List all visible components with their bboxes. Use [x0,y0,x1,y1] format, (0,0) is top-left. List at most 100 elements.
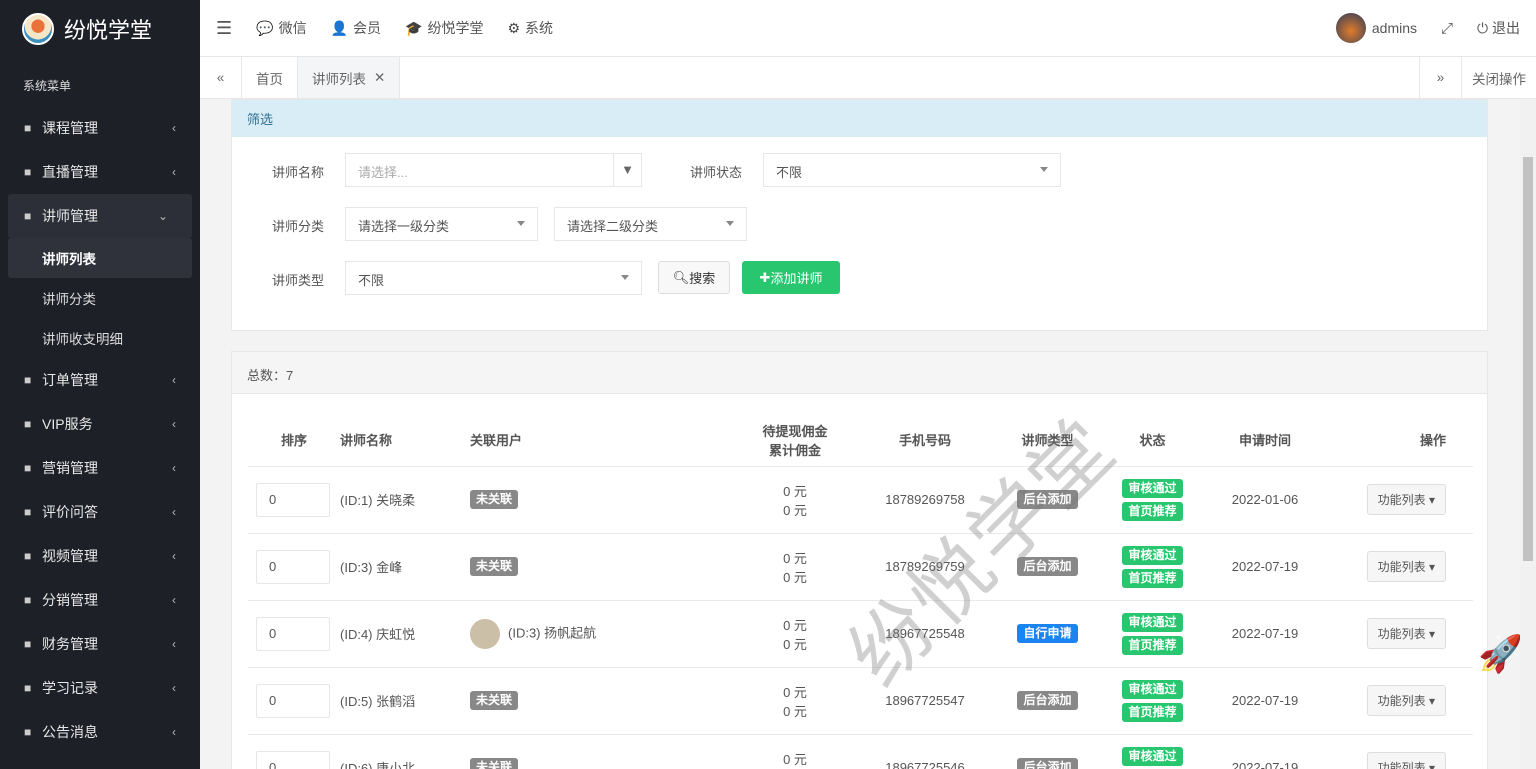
function-list-button[interactable]: 功能列表 ▾ [1366,685,1446,716]
avatar[interactable] [1335,13,1366,43]
col-pending: 待提现佣金 [762,423,828,439]
unlinked-badge: 未关联 [470,557,519,576]
sidebar-subitem[interactable]: 讲师分类 [42,292,96,307]
status-badge: 审核通过 [1122,478,1183,498]
type-badge: 后台添加 [1017,758,1078,769]
chevron-left-icon: ‹ [172,681,176,695]
teacher-table: 排序 讲师名称 关联用户 待提现佣金累计佣金 手机号码 讲师类型 状态 申请时间… [248,414,1473,769]
teacher-name-select[interactable]: 请选择... ▼ [345,153,642,187]
placeholder: 请选择... [358,165,408,180]
rocket-icon[interactable]: 🚀 [1478,633,1520,674]
total-commission: 0 元 [783,502,807,518]
function-list-button[interactable]: 功能列表 ▾ [1366,484,1446,515]
close-icon[interactable]: ✕ [374,69,386,85]
add-teacher-button[interactable]: ✚添加讲师 [742,261,840,294]
diamond-icon: ■ [24,417,32,431]
sort-input[interactable]: 0 [256,482,330,517]
scrollbar-thumb[interactable] [1523,157,1533,561]
apply-date: 2022-07-19 [1210,734,1320,769]
username[interactable]: admins [1371,20,1418,36]
function-list-button[interactable]: 功能列表 ▾ [1366,752,1446,769]
sidebar-item[interactable]: ■VIP服务‹ [0,402,200,446]
plus-icon: ✚ [759,269,771,285]
function-list-button[interactable]: 功能列表 ▾ [1366,618,1446,649]
logout-button[interactable]: ⏻ 退出 [1477,18,1520,38]
category1-select[interactable]: 请选择一级分类 [345,207,538,241]
close-operations-button[interactable]: 关闭操作 [1472,71,1526,87]
chevron-left-icon: ‹ [172,725,176,739]
sidebar-subitem[interactable]: 讲师收支明细 [42,332,123,347]
sidebar-item[interactable]: ■直播管理‹ [0,150,200,194]
col-status: 状态 [1095,414,1210,467]
nav-member[interactable]: 👤会员 [331,18,381,38]
nav-school[interactable]: 🎓纷悦学堂 [405,18,483,38]
col-total: 累计佣金 [768,442,821,458]
button-label: 功能列表 [1377,761,1426,769]
dropdown-button[interactable]: ▼ [613,154,641,186]
app-title: 纷悦学堂 [64,17,153,43]
sidebar-item-label: 讲师管理 [42,208,98,224]
sort-input[interactable]: 0 [256,616,330,651]
type-badge: 自行申请 [1017,624,1078,643]
sidebar-item[interactable]: ■评价问答‹ [0,490,200,534]
user-icon: ■ [24,209,32,223]
type-select[interactable]: 不限 [345,261,642,295]
col-name: 讲师名称 [340,414,470,467]
linked-user[interactable]: (ID:3) 扬帆起航 [508,624,597,640]
recommend-badge: 首页推荐 [1122,702,1183,722]
tab-scroll-left[interactable]: « [200,57,242,98]
logo[interactable]: 纷悦学堂 [0,0,200,57]
sidebar-item[interactable]: ■学习记录‹ [0,666,200,710]
category2-select[interactable]: 请选择二级分类 [554,207,747,241]
sidebar-item[interactable]: ■营销管理‹ [0,446,200,490]
nav-label: 纷悦学堂 [427,20,484,36]
nav-label: 会员 [353,20,382,36]
users-icon: ■ [24,593,32,607]
sidebar-item[interactable]: ■财务管理‹ [0,622,200,666]
scrollbar[interactable] [1520,99,1536,769]
type-badge: 后台添加 [1017,557,1078,576]
tab-home[interactable]: 首页 [242,57,298,98]
sidebar-item[interactable]: ■订单管理‹ [0,358,200,402]
menu-toggle-icon[interactable]: ☰ [216,17,233,38]
sort-input[interactable]: 0 [256,750,330,769]
fullscreen-icon[interactable]: ⤢ [1441,19,1454,37]
tab-teacher-list[interactable]: 讲师列表 ✕ [298,57,401,98]
sidebar: 纷悦学堂 系统菜单 ■课程管理‹■直播管理‹■讲师管理⌄讲师列表讲师分类讲师收支… [0,0,200,769]
sidebar-item[interactable]: ■视频管理‹ [0,534,200,578]
status-badge: 审核通过 [1122,612,1183,632]
status-select[interactable]: 不限 [763,153,1061,187]
status-badge: 审核通过 [1122,679,1183,699]
sidebar-item[interactable]: ■课程管理‹ [0,106,200,150]
user-icon: 👤 [330,19,349,36]
tab-scroll-right[interactable]: » [1419,57,1462,98]
button-label: 功能列表 [1377,493,1426,507]
chevron-left-icon: ‹ [172,549,176,563]
phone: 18789269758 [850,466,1000,534]
nav-system[interactable]: ⚙系统 [507,18,553,38]
chevron-left-icon: ‹ [172,373,176,387]
sidebar-item-label: 营销管理 [42,460,98,476]
function-list-button[interactable]: 功能列表 ▾ [1366,551,1446,582]
sidebar-subitem[interactable]: 讲师列表 [8,238,192,278]
chevron-left-icon: ‹ [172,593,176,607]
search-button[interactable]: 🔍︎ 搜索 [658,261,730,294]
sort-input[interactable]: 0 [256,549,330,584]
pending-commission: 0 元 [783,617,807,633]
apply-date: 2022-07-19 [1210,533,1320,601]
sidebar-item[interactable]: ■分销管理‹ [0,578,200,622]
button-label: 功能列表 [1377,560,1426,574]
play-icon: ■ [24,549,32,563]
nav-wechat[interactable]: 💬微信 [256,18,306,38]
search-icon: 🔍︎ [672,269,690,285]
status-badge: 审核通过 [1122,545,1183,565]
status-label: 讲师状态 [690,165,743,180]
sidebar-item[interactable]: ■公告消息‹ [0,710,200,754]
sidebar-item[interactable]: ■讲师管理⌄ [8,194,192,238]
gears-icon: ⚙ [507,19,521,36]
chevron-left-icon: ‹ [172,165,176,179]
pending-commission: 0 元 [783,550,807,566]
total-count: 总数：7 [232,352,1487,394]
sort-input[interactable]: 0 [256,683,330,718]
tab-label: 讲师列表 [312,71,366,87]
